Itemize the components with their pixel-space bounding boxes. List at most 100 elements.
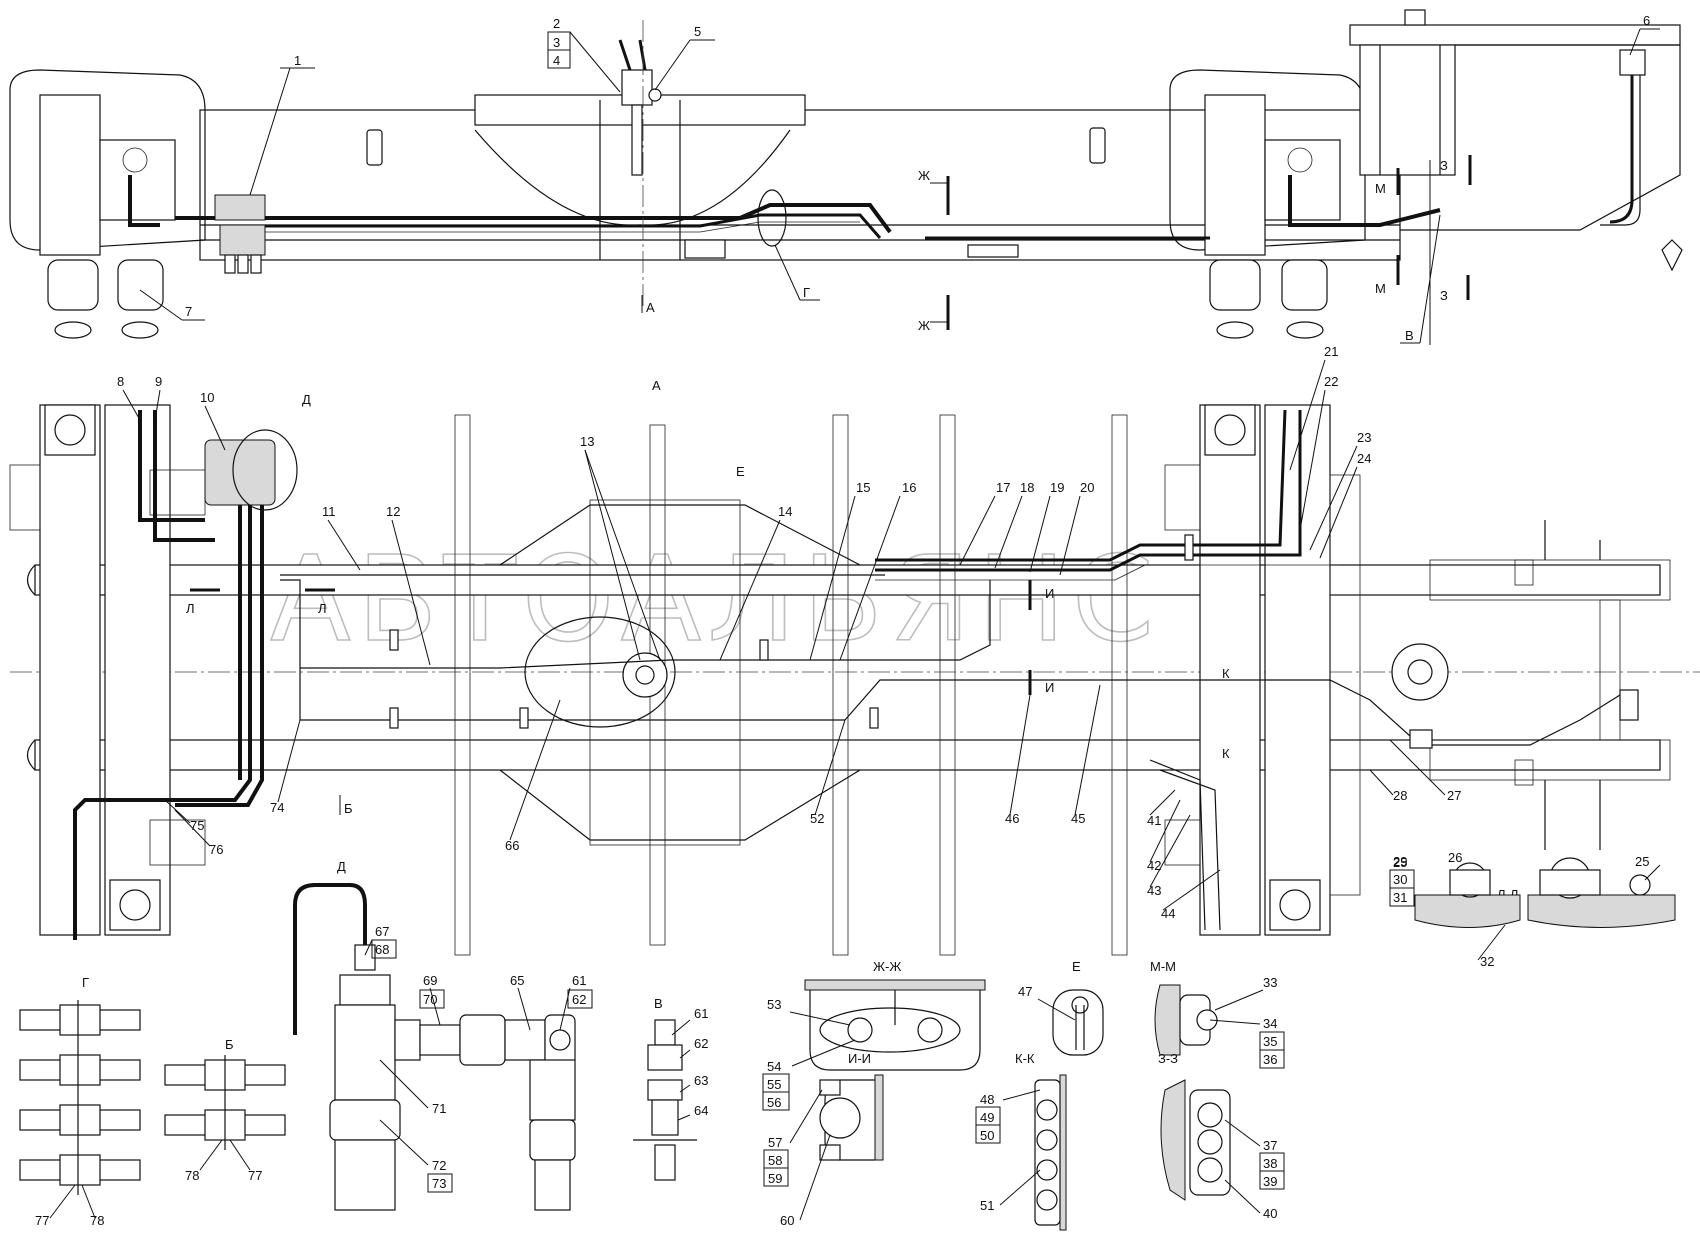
svg-text:К: К	[1222, 746, 1230, 761]
callout-66: 66	[505, 838, 519, 853]
rear-tower	[1349, 9, 1683, 272]
callout-31: 31	[1393, 890, 1407, 905]
callout-41: 41	[1147, 813, 1161, 828]
pipe-clamps	[389, 534, 1639, 749]
svg-text:К: К	[1222, 666, 1230, 681]
callout-68: 68	[375, 942, 389, 957]
callout-60: 60	[780, 1213, 794, 1228]
callout-51: 51	[980, 1198, 994, 1213]
left-bogie-plan	[9, 404, 206, 936]
callout-6: 6	[1643, 13, 1650, 28]
callout-67: 67	[375, 924, 389, 939]
right-bogie-plan	[1164, 404, 1361, 936]
section-zh	[804, 979, 986, 1071]
section-l	[1414, 857, 1676, 928]
callout-8: 8	[117, 374, 124, 389]
upper-rail	[34, 564, 1661, 596]
callout-g-mark: Г	[803, 285, 810, 300]
side-view	[9, 9, 1683, 339]
callout-77b: 77	[248, 1168, 262, 1183]
callout-65: 65	[510, 973, 524, 988]
callout-47: 47	[1018, 984, 1032, 999]
callout-13: 13	[580, 434, 594, 449]
callout-27: 27	[1447, 788, 1461, 803]
section-m-title: М-М	[1150, 959, 1176, 974]
callout-73: 73	[432, 1176, 446, 1191]
section-e-title: Е	[1072, 959, 1081, 974]
svg-text:З: З	[1440, 158, 1448, 173]
callout-72: 72	[432, 1158, 446, 1173]
callout-5: 5	[694, 24, 701, 39]
callout-46: 46	[1005, 811, 1019, 826]
callout-40: 40	[1263, 1206, 1277, 1221]
callout-36: 36	[1263, 1052, 1277, 1067]
frame-side-rail	[199, 109, 1401, 261]
distributor-block	[214, 194, 266, 274]
svg-text:Ж: Ж	[918, 318, 930, 333]
callout-76: 76	[209, 842, 223, 857]
cross-members	[454, 414, 1128, 956]
callout-26: 26	[1448, 850, 1462, 865]
section-z-title: З-З	[1158, 1051, 1178, 1066]
callout-2: 2	[553, 16, 560, 31]
callout-1: 1	[294, 53, 301, 68]
callout-71: 71	[432, 1101, 446, 1116]
section-i	[819, 1074, 884, 1161]
lower-rail	[34, 739, 1661, 771]
svg-text:Л: Л	[186, 601, 195, 616]
section-k	[1034, 1074, 1067, 1231]
svg-text:Е: Е	[736, 464, 745, 479]
detail-v-union	[633, 1019, 697, 1181]
detail-d-title: Д	[337, 859, 346, 874]
callout-28: 28	[1393, 788, 1407, 803]
callout-63: 63	[694, 1073, 708, 1088]
callout-48: 48	[980, 1092, 994, 1107]
detail-g-couplings	[19, 1000, 141, 1195]
callout-53: 53	[767, 997, 781, 1012]
svg-text:Ж: Ж	[918, 168, 930, 183]
section-e	[1052, 989, 1104, 1056]
callout-43: 43	[1147, 883, 1161, 898]
section-z	[1160, 1079, 1231, 1201]
tank-filler	[618, 39, 662, 176]
callout-50: 50	[980, 1128, 994, 1143]
callout-52: 52	[810, 811, 824, 826]
callout-20: 20	[1080, 480, 1094, 495]
callout-7: 7	[185, 304, 192, 319]
callout-75: 75	[190, 818, 204, 833]
callout-15: 15	[856, 480, 870, 495]
callout-54: 54	[767, 1059, 781, 1074]
callout-25b: 25	[1635, 854, 1649, 869]
callout-57: 57	[768, 1135, 782, 1150]
callout-35: 35	[1263, 1034, 1277, 1049]
callout-11: 11	[322, 504, 336, 519]
callout-4: 4	[553, 53, 560, 68]
detail-v-title: В	[654, 996, 663, 1011]
callout-78: 78	[90, 1213, 104, 1228]
callout-24: 24	[1357, 451, 1371, 466]
callout-62: 62	[694, 1036, 708, 1051]
callout-labels: 1 2 3 4 5 6 7 Г В 8 9 10 11 12 13 14 15 …	[35, 13, 1661, 1228]
section-m	[1154, 984, 1218, 1056]
callout-12: 12	[386, 504, 400, 519]
detail-g-title: Г	[82, 975, 89, 990]
callout-37: 37	[1263, 1138, 1277, 1153]
callout-70: 70	[423, 992, 437, 1007]
section-i-title: И-И	[848, 1051, 871, 1066]
svg-text:Б: Б	[344, 801, 353, 816]
svg-text:З: З	[1440, 288, 1448, 303]
callout-32: 32	[1480, 954, 1494, 969]
watermark-text: АВТОАЛЬЯНС	[270, 530, 1160, 668]
callout-59: 59	[768, 1171, 782, 1186]
callout-44: 44	[1161, 906, 1175, 921]
svg-text:А: А	[646, 300, 655, 315]
callout-3: 3	[553, 35, 560, 50]
callout-34: 34	[1263, 1016, 1277, 1031]
svg-text:Л: Л	[318, 601, 327, 616]
right-bogie	[1169, 69, 1366, 339]
callout-14: 14	[778, 504, 792, 519]
rear-section-plan	[1391, 520, 1671, 850]
left-bogie	[9, 69, 206, 339]
callout-9: 9	[155, 374, 162, 389]
